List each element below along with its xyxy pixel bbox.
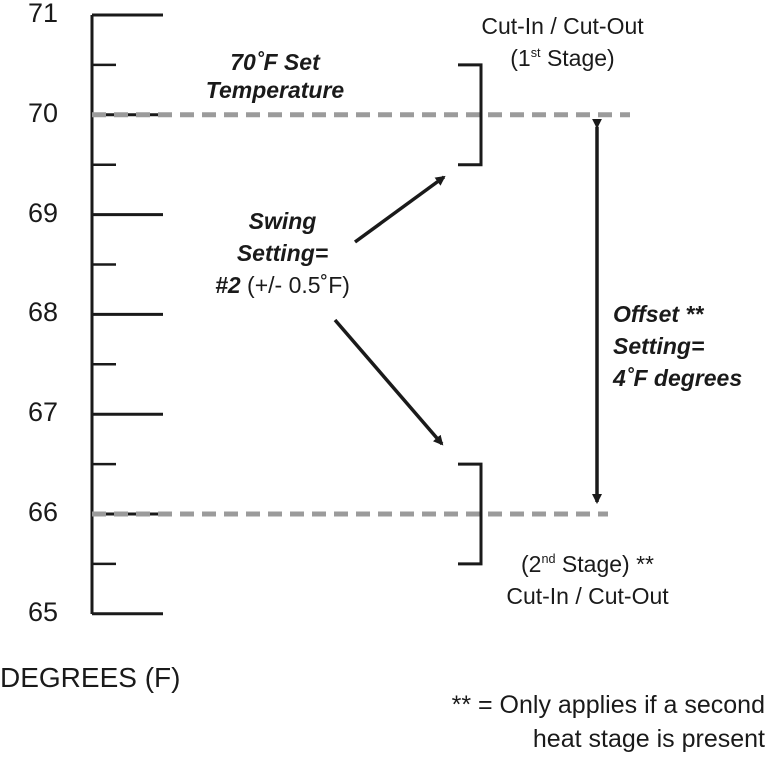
swing-line3: #2 (+/- 0.5˚F)	[215, 272, 350, 298]
set-temperature-line2: Temperature	[205, 77, 345, 103]
first-stage-bracket	[458, 63, 483, 167]
offset-line2: Setting=	[613, 333, 705, 359]
swing-line1: Swing	[248, 208, 317, 234]
tick-label: 69	[28, 197, 59, 228]
footnote-line2: heat stage is present	[532, 725, 765, 753]
tick-label: 65	[28, 596, 59, 627]
swing-arrow-up	[353, 175, 446, 244]
swing-line2: Setting=	[236, 240, 329, 266]
swing-setting-label: Swing Setting= #2 (+/- 0.5˚F)	[180, 205, 385, 301]
tick-label: 68	[28, 297, 59, 328]
footnote: ** = Only applies if a second heat stage…	[452, 688, 765, 756]
swing-arrow-down	[333, 318, 444, 446]
first-stage-title: Cut-In / Cut-Out	[481, 13, 644, 39]
tick-label: 66	[28, 497, 59, 527]
second-stage-title: Cut-In / Cut-Out	[506, 583, 669, 609]
offset-line3: 4˚F degrees	[613, 365, 743, 391]
offset-setting-label: Offset ** Setting= 4˚F degrees	[613, 298, 742, 394]
tick-label: 70	[28, 97, 59, 128]
tick-label: 71	[28, 0, 59, 28]
second-stage-label: (2nd Stage) ** Cut-In / Cut-Out	[455, 548, 720, 612]
scale-ticks	[92, 13, 163, 616]
footnote-line1: ** = Only applies if a second	[451, 691, 765, 719]
second-stage-bracket	[458, 462, 483, 566]
second-stage-subtitle: (2nd Stage) **	[521, 551, 654, 577]
first-stage-subtitle: (1st Stage)	[510, 45, 615, 71]
first-stage-label: Cut-In / Cut-Out (1st Stage)	[430, 10, 695, 74]
set-temperature-line1: 70˚F Set	[230, 49, 320, 75]
offset-line1: Offset **	[613, 301, 704, 327]
tick-label: 67	[28, 397, 59, 428]
axis-label: DEGREES (F)	[0, 662, 181, 693]
set-temperature-label: 70˚F Set Temperature	[185, 48, 365, 104]
